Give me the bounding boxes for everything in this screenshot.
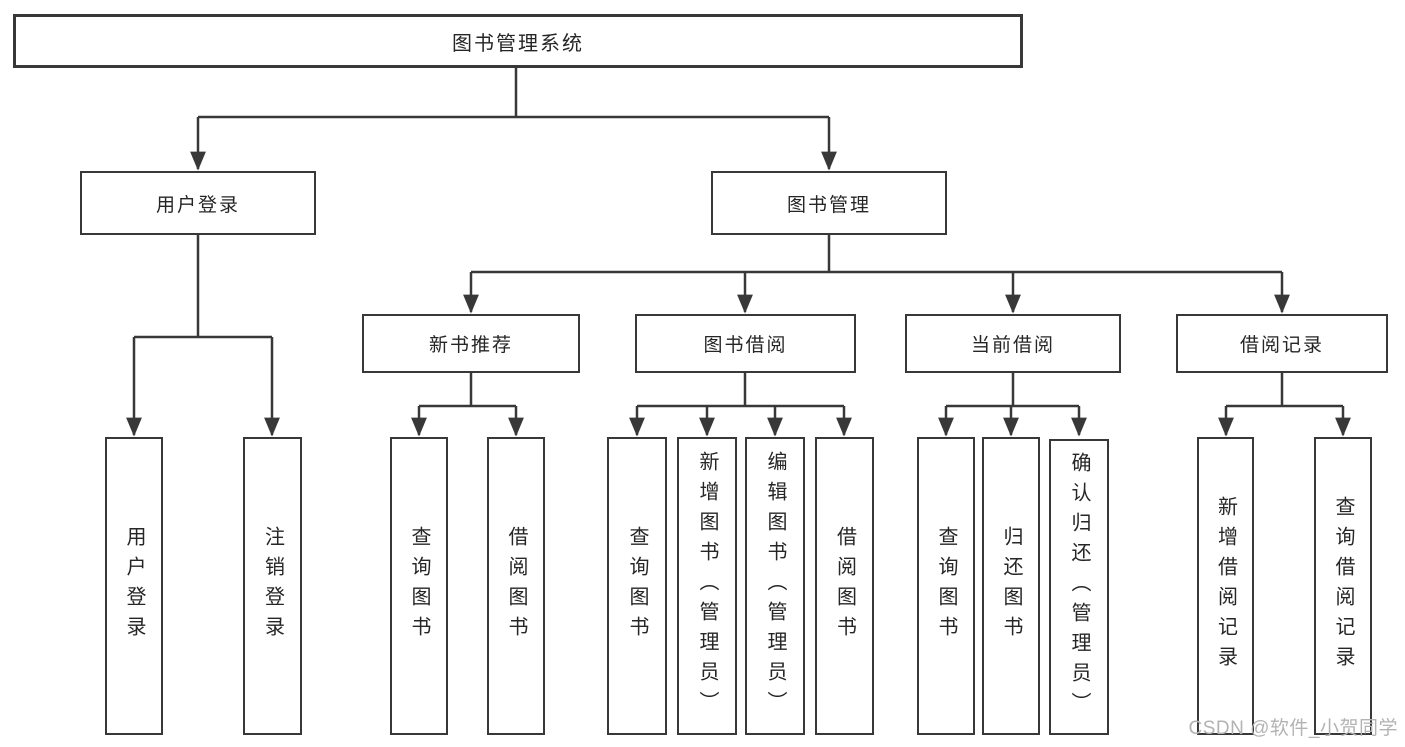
node-library-management-system: 图书管理系统: [13, 14, 1023, 68]
node-query-books-borrowing: 查询图书: [607, 437, 667, 735]
connector-book-management: [471, 235, 1282, 274]
connector-new-book-recommendation: [419, 373, 516, 408]
node-current-borrowing: 当前借阅: [905, 314, 1121, 373]
watermark: CSDN @软件_小贺同学: [1188, 718, 1398, 739]
node-query-borrow-record: 查询借阅记录: [1314, 437, 1372, 735]
node-borrowing-records: 借阅记录: [1176, 314, 1388, 373]
node-confirm-return-admin: 确认归还（管理员）: [1049, 439, 1109, 735]
node-book-management: 图书管理: [711, 171, 947, 235]
connector-book-borrowing: [637, 373, 844, 408]
node-borrow-books-recommend: 借阅图书: [487, 437, 545, 735]
connector-current-borrowing: [946, 373, 1079, 408]
connector-user-login: [134, 235, 272, 339]
node-book-borrowing: 图书借阅: [635, 314, 856, 373]
node-query-books-recommend: 查询图书: [390, 437, 448, 735]
node-new-book-recommendation: 新书推荐: [362, 314, 580, 373]
connector-root: [198, 68, 829, 119]
node-add-books-admin: 新增图书（管理员）: [677, 437, 737, 735]
node-query-books-current: 查询图书: [917, 437, 975, 735]
connector-borrowing-records: [1226, 373, 1343, 408]
node-borrow-books-leaf: 借阅图书: [815, 437, 874, 735]
node-user-login-leaf: 用户登录: [105, 437, 163, 735]
node-user-login: 用户登录: [80, 171, 316, 235]
node-add-borrow-record: 新增借阅记录: [1197, 437, 1254, 735]
node-logout-leaf: 注销登录: [243, 437, 302, 735]
node-return-books: 归还图书: [982, 437, 1040, 735]
node-edit-books-admin: 编辑图书（管理员）: [745, 437, 805, 735]
